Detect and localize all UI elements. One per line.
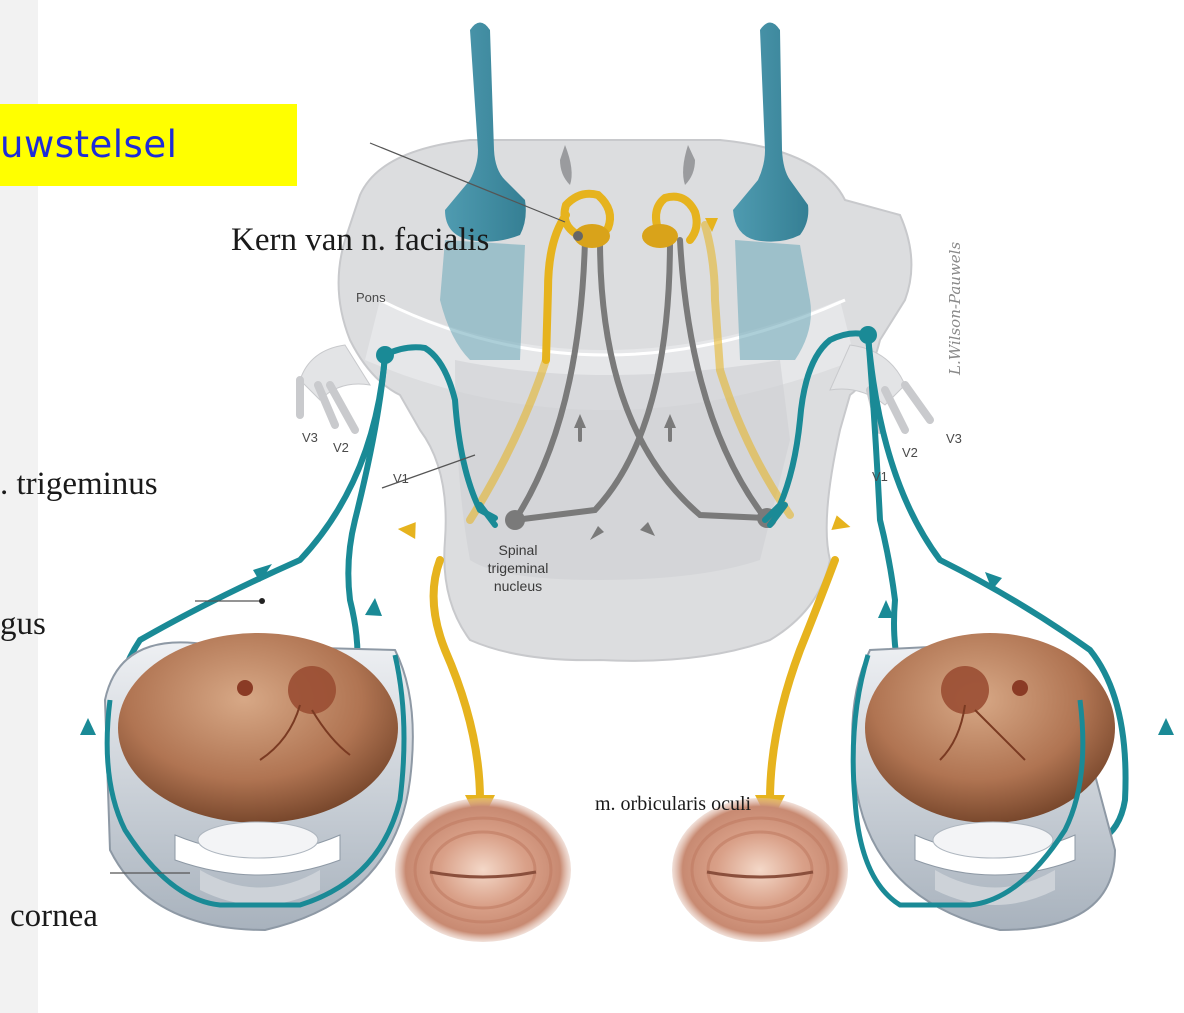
trigeminus-label: . trigeminus bbox=[0, 466, 158, 503]
slide-title: uwstelsel bbox=[0, 123, 177, 166]
v1-right-label: V1 bbox=[872, 469, 888, 484]
v3-right-label: V3 bbox=[946, 431, 962, 446]
left-eyeball bbox=[105, 633, 413, 930]
v3-left-label: V3 bbox=[302, 430, 318, 445]
gus-label: gus bbox=[0, 606, 46, 643]
svg-text:nucleus: nucleus bbox=[494, 578, 542, 594]
v1-left-label: V1 bbox=[393, 471, 409, 486]
cornea-label: cornea bbox=[10, 898, 98, 935]
v2-right-label: V2 bbox=[902, 445, 918, 460]
facial-nucleus-right bbox=[642, 224, 678, 248]
orbicularis-oculi-muscles bbox=[395, 798, 848, 942]
brainstem bbox=[300, 140, 930, 661]
svg-text:Spinal: Spinal bbox=[499, 542, 538, 558]
right-eyeball bbox=[852, 633, 1115, 930]
facial-nucleus-label: Kern van n. facialis bbox=[231, 222, 489, 259]
svg-text:trigeminal: trigeminal bbox=[488, 560, 549, 576]
pons-label: Pons bbox=[356, 290, 386, 305]
v2-left-label: V2 bbox=[333, 440, 349, 455]
spinal-nucleus-left-cell bbox=[505, 510, 525, 530]
orbicularis-oculi-label: m. orbicularis oculi bbox=[595, 793, 751, 816]
artist-signature: L.Wilson-Pauwels bbox=[946, 242, 964, 376]
